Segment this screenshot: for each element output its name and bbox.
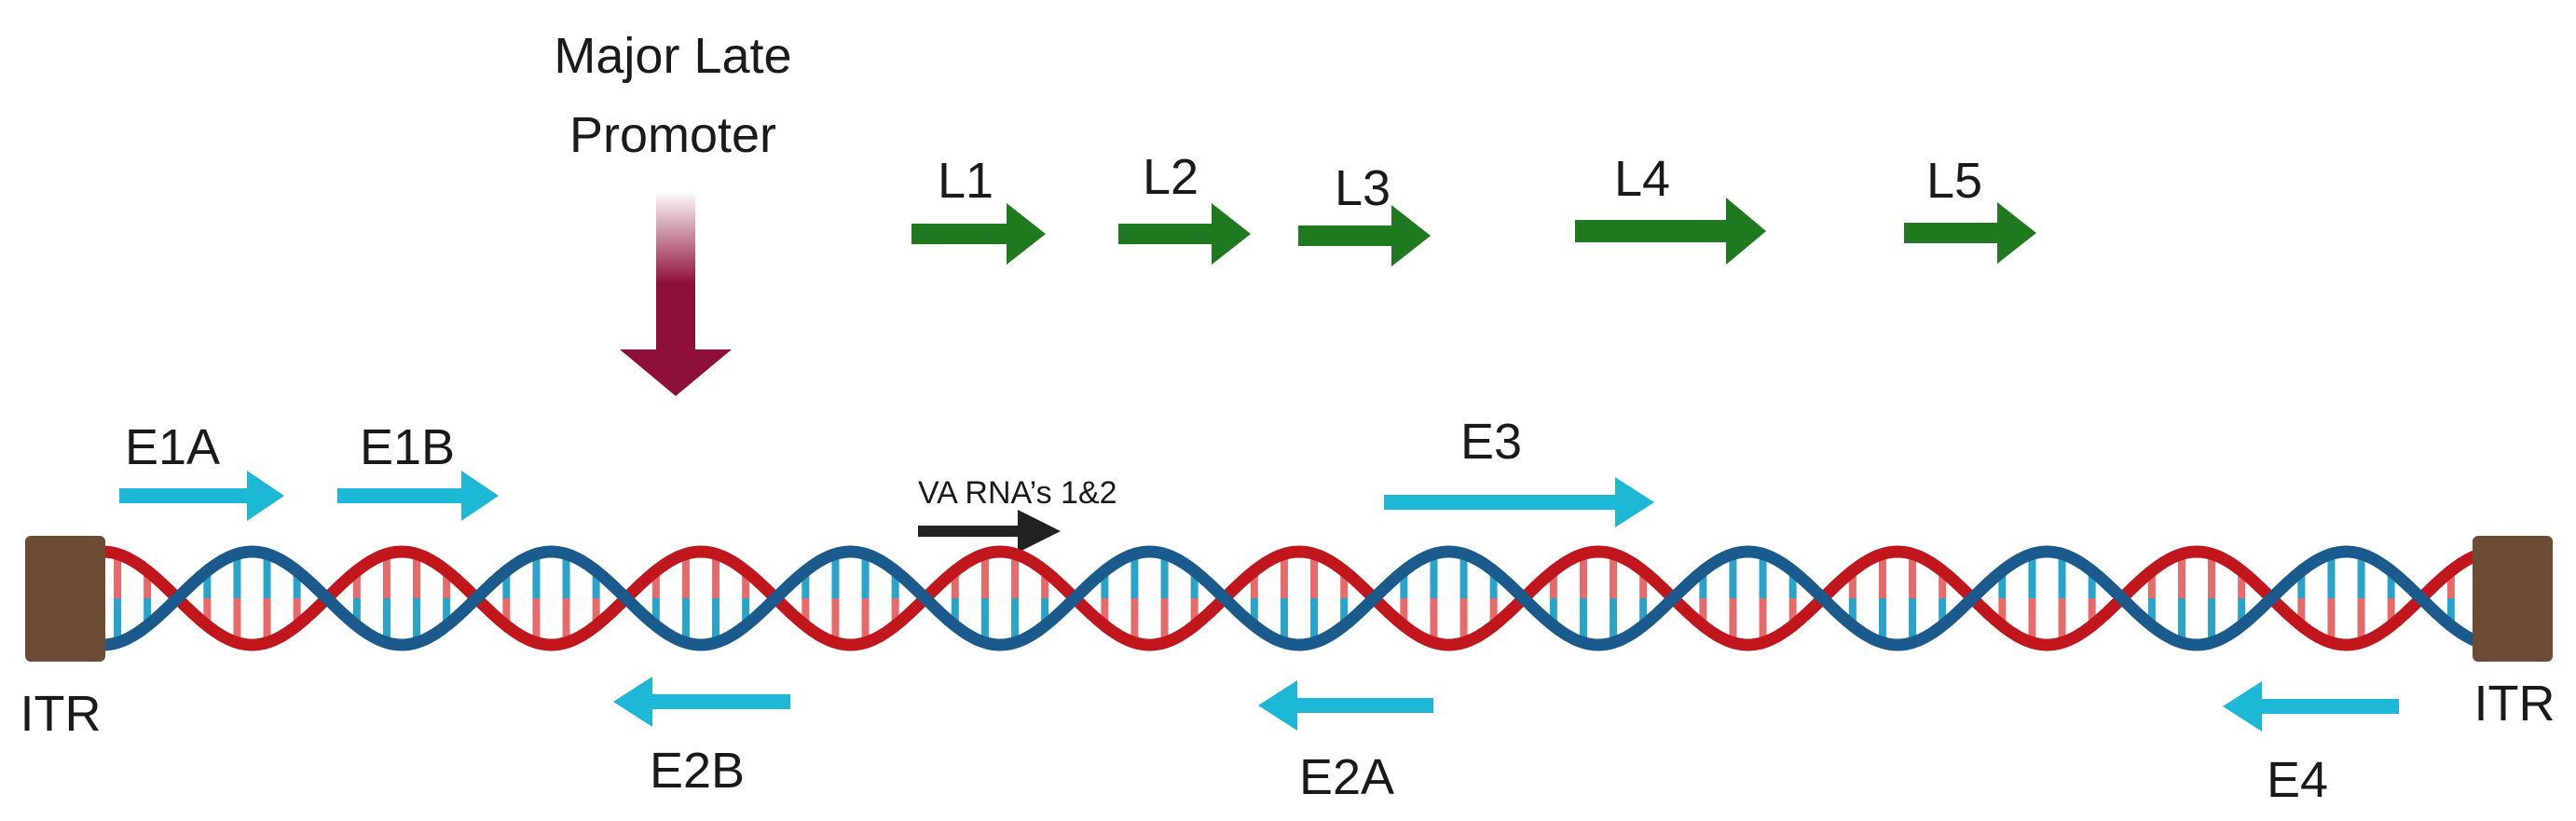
major-late-promoter: Major Late Promoter — [554, 28, 792, 396]
itr-right-box — [2473, 536, 2553, 662]
early-gene-e1b: E1B — [337, 419, 499, 521]
svg-text:L1: L1 — [938, 153, 993, 209]
svg-text:L2: L2 — [1143, 149, 1199, 205]
va-rna: VA RNA’s 1&2 — [918, 475, 1117, 553]
e2b-arrow — [613, 677, 790, 727]
early-reverse-genes: E2B E2A E4 — [613, 677, 2399, 808]
itr-right-label: ITR — [2474, 676, 2555, 732]
late-gene-l4: L4 — [1575, 151, 1766, 265]
va-rna-arrow — [918, 510, 1061, 553]
late-gene-l2: L2 — [1118, 149, 1251, 265]
early-gene-e4: E4 — [2223, 681, 2399, 808]
dna-double-helix — [96, 545, 2480, 651]
l1-arrow — [911, 203, 1046, 265]
svg-text:E3: E3 — [1460, 414, 1522, 470]
late-genes: L1 L2 L3 L4 L5 — [911, 149, 2036, 267]
va-rna-label: VA RNA’s 1&2 — [918, 475, 1117, 511]
e1b-arrow — [337, 471, 499, 521]
l3-arrow — [1298, 205, 1431, 267]
svg-text:E2A: E2A — [1299, 749, 1394, 805]
early-forward-genes: E1A E1B E3 — [119, 414, 1654, 527]
l2-arrow — [1118, 203, 1251, 265]
svg-text:E4: E4 — [2267, 752, 2328, 808]
promoter-label-line1: Major Late — [554, 28, 791, 84]
dna-strand-red — [96, 545, 2480, 651]
e4-arrow — [2223, 681, 2399, 732]
dna-strand-blue — [96, 545, 2480, 651]
itr-left-label: ITR — [21, 686, 102, 742]
promoter-arrow — [620, 191, 732, 396]
early-gene-e3: E3 — [1384, 414, 1654, 527]
l4-arrow — [1575, 198, 1766, 265]
itr-left: ITR — [21, 536, 105, 742]
early-gene-e1a: E1A — [119, 419, 284, 521]
svg-text:L4: L4 — [1614, 151, 1670, 207]
late-gene-l3: L3 — [1298, 160, 1431, 267]
late-gene-l5: L5 — [1904, 153, 2036, 264]
svg-text:E1A: E1A — [125, 419, 220, 475]
e3-arrow — [1384, 477, 1654, 527]
late-gene-l1: L1 — [911, 153, 1046, 265]
early-gene-e2b: E2B — [613, 677, 790, 799]
svg-text:L3: L3 — [1335, 160, 1391, 216]
itr-right: ITR — [2473, 536, 2555, 732]
svg-text:L5: L5 — [1926, 153, 1982, 209]
e2a-arrow — [1258, 680, 1433, 731]
itr-left-box — [25, 536, 105, 662]
early-gene-e2a: E2A — [1258, 680, 1433, 805]
svg-text:E1B: E1B — [360, 419, 455, 475]
svg-text:E2B: E2B — [650, 743, 745, 799]
l5-arrow — [1904, 202, 2036, 264]
e1a-arrow — [119, 471, 284, 521]
base-pairs — [114, 554, 2455, 643]
promoter-label-line2: Promoter — [569, 107, 776, 163]
